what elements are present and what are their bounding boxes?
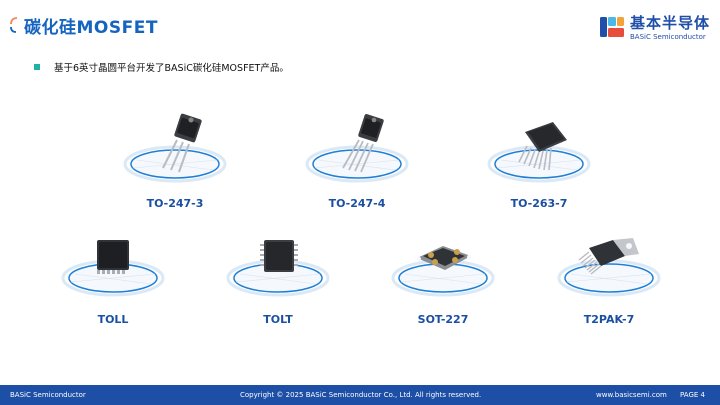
product-label: TOLT — [263, 313, 293, 326]
footer-copyright: Copyright © 2025 BASiC Semiconductor Co.… — [240, 391, 482, 399]
product-toll: TOLL — [53, 226, 173, 336]
footer-bar: BASiC Semiconductor Copyright © 2025 BAS… — [0, 385, 720, 405]
product-to-263-7: TO-263-7 — [479, 110, 599, 220]
logo-english-name: BASiC Semiconductor — [629, 32, 706, 41]
company-logo: 基本半导体 BASiC Semiconductor — [599, 10, 710, 46]
toll-package-icon — [61, 240, 165, 297]
to-247-3-package-icon — [123, 113, 227, 183]
product-label: TO-247-4 — [328, 197, 386, 210]
product-t2pak-7: T2PAK-7 — [549, 226, 669, 336]
logo-chinese-name: 基本半导体 — [629, 13, 710, 32]
footer-website-link[interactable]: www.basicsemi.com — [596, 391, 667, 399]
logo-mark-icon — [599, 17, 624, 37]
product-label: TOLL — [97, 313, 129, 326]
corner-bracket-icon — [10, 17, 18, 33]
sot-227-package-icon — [391, 246, 495, 297]
product-label: TO-263-7 — [510, 197, 568, 210]
product-label: SOT-227 — [417, 313, 469, 326]
page-header: 碳化硅MOSFET — [8, 12, 158, 38]
bullet-square-icon — [34, 64, 40, 70]
product-to-247-3: TO-247-3 — [115, 110, 235, 220]
to-263-7-package-icon — [487, 122, 591, 183]
t2pak-7-package-icon — [557, 238, 661, 297]
bullet-text: 基于6英寸晶圆平台开发了BASiC碳化硅MOSFET产品。 — [54, 63, 289, 74]
product-to-247-4: TO-247-4 — [297, 110, 417, 220]
footer-company: BASiC Semiconductor — [10, 391, 86, 399]
product-tolt: TOLT — [218, 226, 338, 336]
page-title: 碳化硅MOSFET — [24, 17, 158, 38]
tolt-package-icon — [226, 240, 330, 297]
product-label: TO-247-3 — [146, 197, 204, 210]
bullet-item: 基于6英寸晶圆平台开发了BASiC碳化硅MOSFET产品。 — [34, 60, 289, 74]
product-label: T2PAK-7 — [583, 313, 635, 326]
footer-page-number: PAGE 4 — [680, 391, 705, 399]
product-sot-227: SOT-227 — [383, 226, 503, 336]
to-247-4-package-icon — [305, 114, 409, 183]
